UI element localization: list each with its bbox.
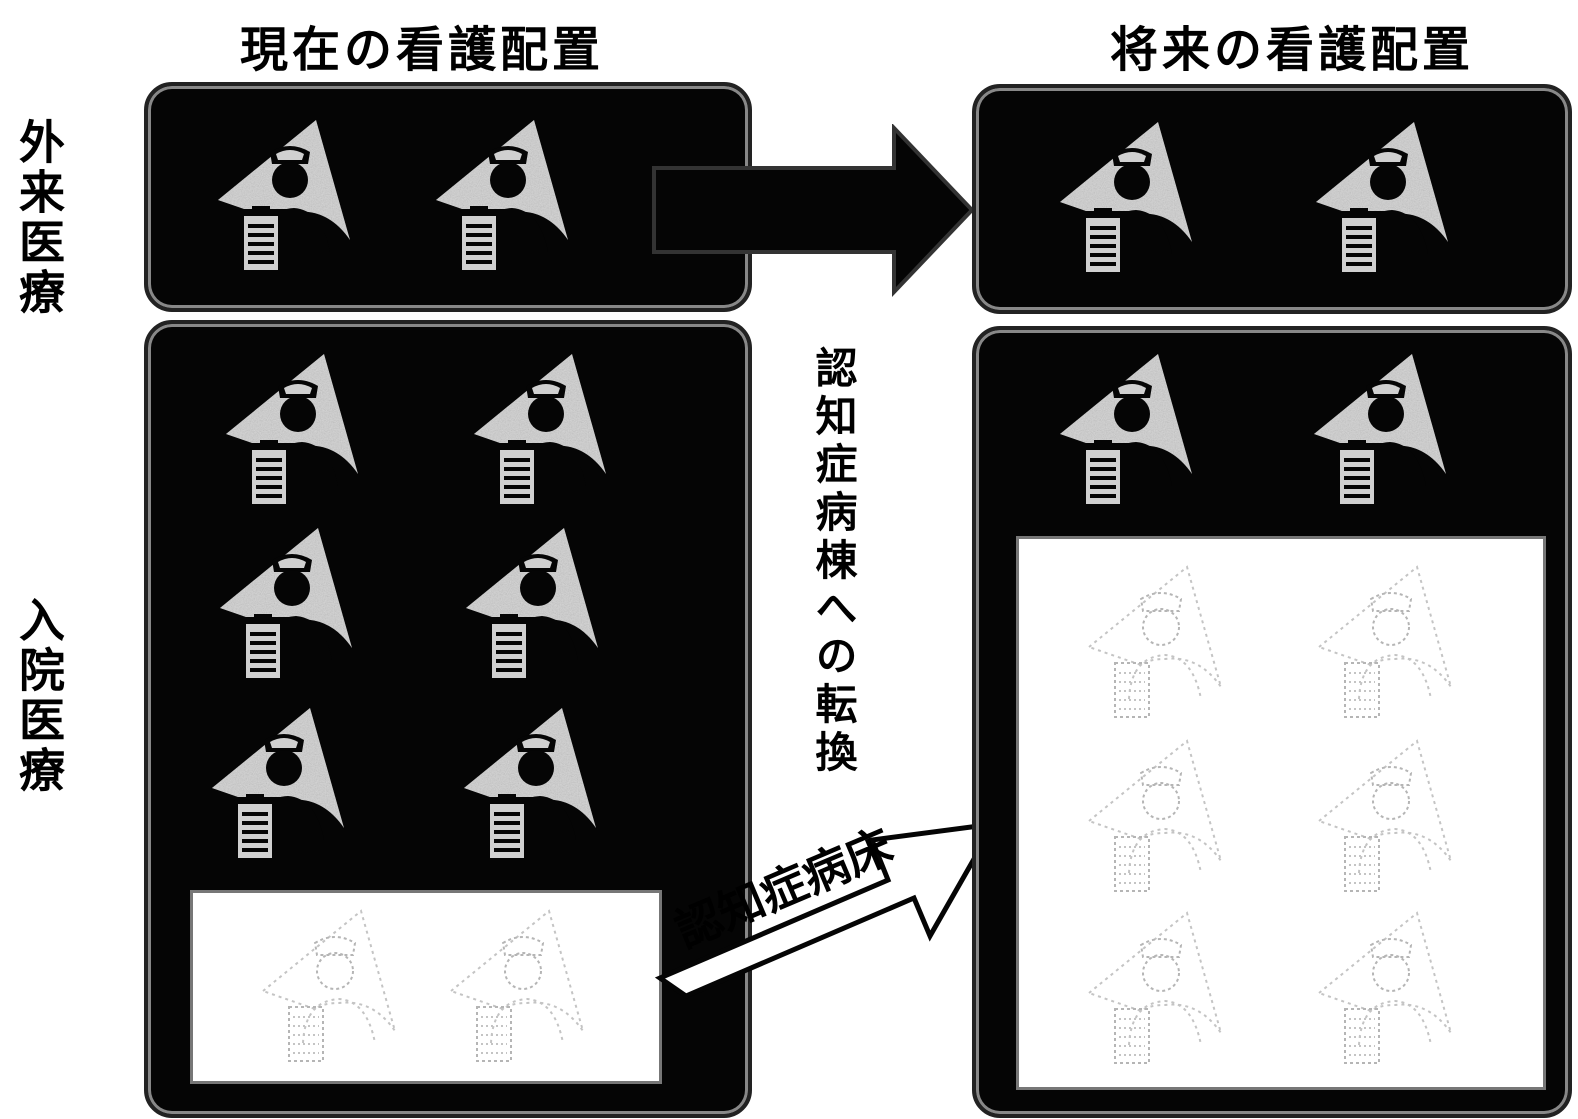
transition-arrow <box>652 124 975 298</box>
dementia-beds-arrow <box>654 820 999 999</box>
dementia-ward-box <box>1016 536 1546 1090</box>
nurse-icon <box>206 346 376 516</box>
nurse-icon <box>198 112 368 282</box>
current-title: 現在の看護配置 <box>240 22 605 78</box>
nurse-icon <box>416 112 586 282</box>
nurse-icon <box>446 520 616 690</box>
nurse-icon <box>1294 346 1464 516</box>
outpatient-label: 外来医療 <box>12 118 66 318</box>
inpatient-label: 入院医療 <box>12 596 66 796</box>
nurse-faded-icon <box>1069 559 1239 729</box>
nurse-faded-icon <box>243 903 413 1073</box>
dementia-beds-box <box>190 890 662 1084</box>
nurse-faded-icon <box>431 903 601 1073</box>
nurse-faded-icon <box>1299 905 1469 1075</box>
nurse-faded-icon <box>1299 733 1469 903</box>
future-outpatient-panel <box>972 84 1572 314</box>
current-inpatient-panel <box>144 320 752 1118</box>
nurse-icon <box>1040 346 1210 516</box>
nurse-icon <box>192 700 362 870</box>
nurse-faded-icon <box>1069 733 1239 903</box>
transition-text: 認知症病棟への転換 <box>809 346 858 778</box>
future-title: 将来の看護配置 <box>1110 22 1475 78</box>
nurse-icon <box>1296 114 1466 284</box>
current-outpatient-panel <box>144 82 752 312</box>
future-inpatient-panel <box>972 326 1572 1118</box>
nurse-icon <box>200 520 370 690</box>
nurse-icon <box>1040 114 1210 284</box>
nurse-faded-icon <box>1299 559 1469 729</box>
nurse-icon <box>454 346 624 516</box>
nurse-icon <box>444 700 614 870</box>
nurse-faded-icon <box>1069 905 1239 1075</box>
